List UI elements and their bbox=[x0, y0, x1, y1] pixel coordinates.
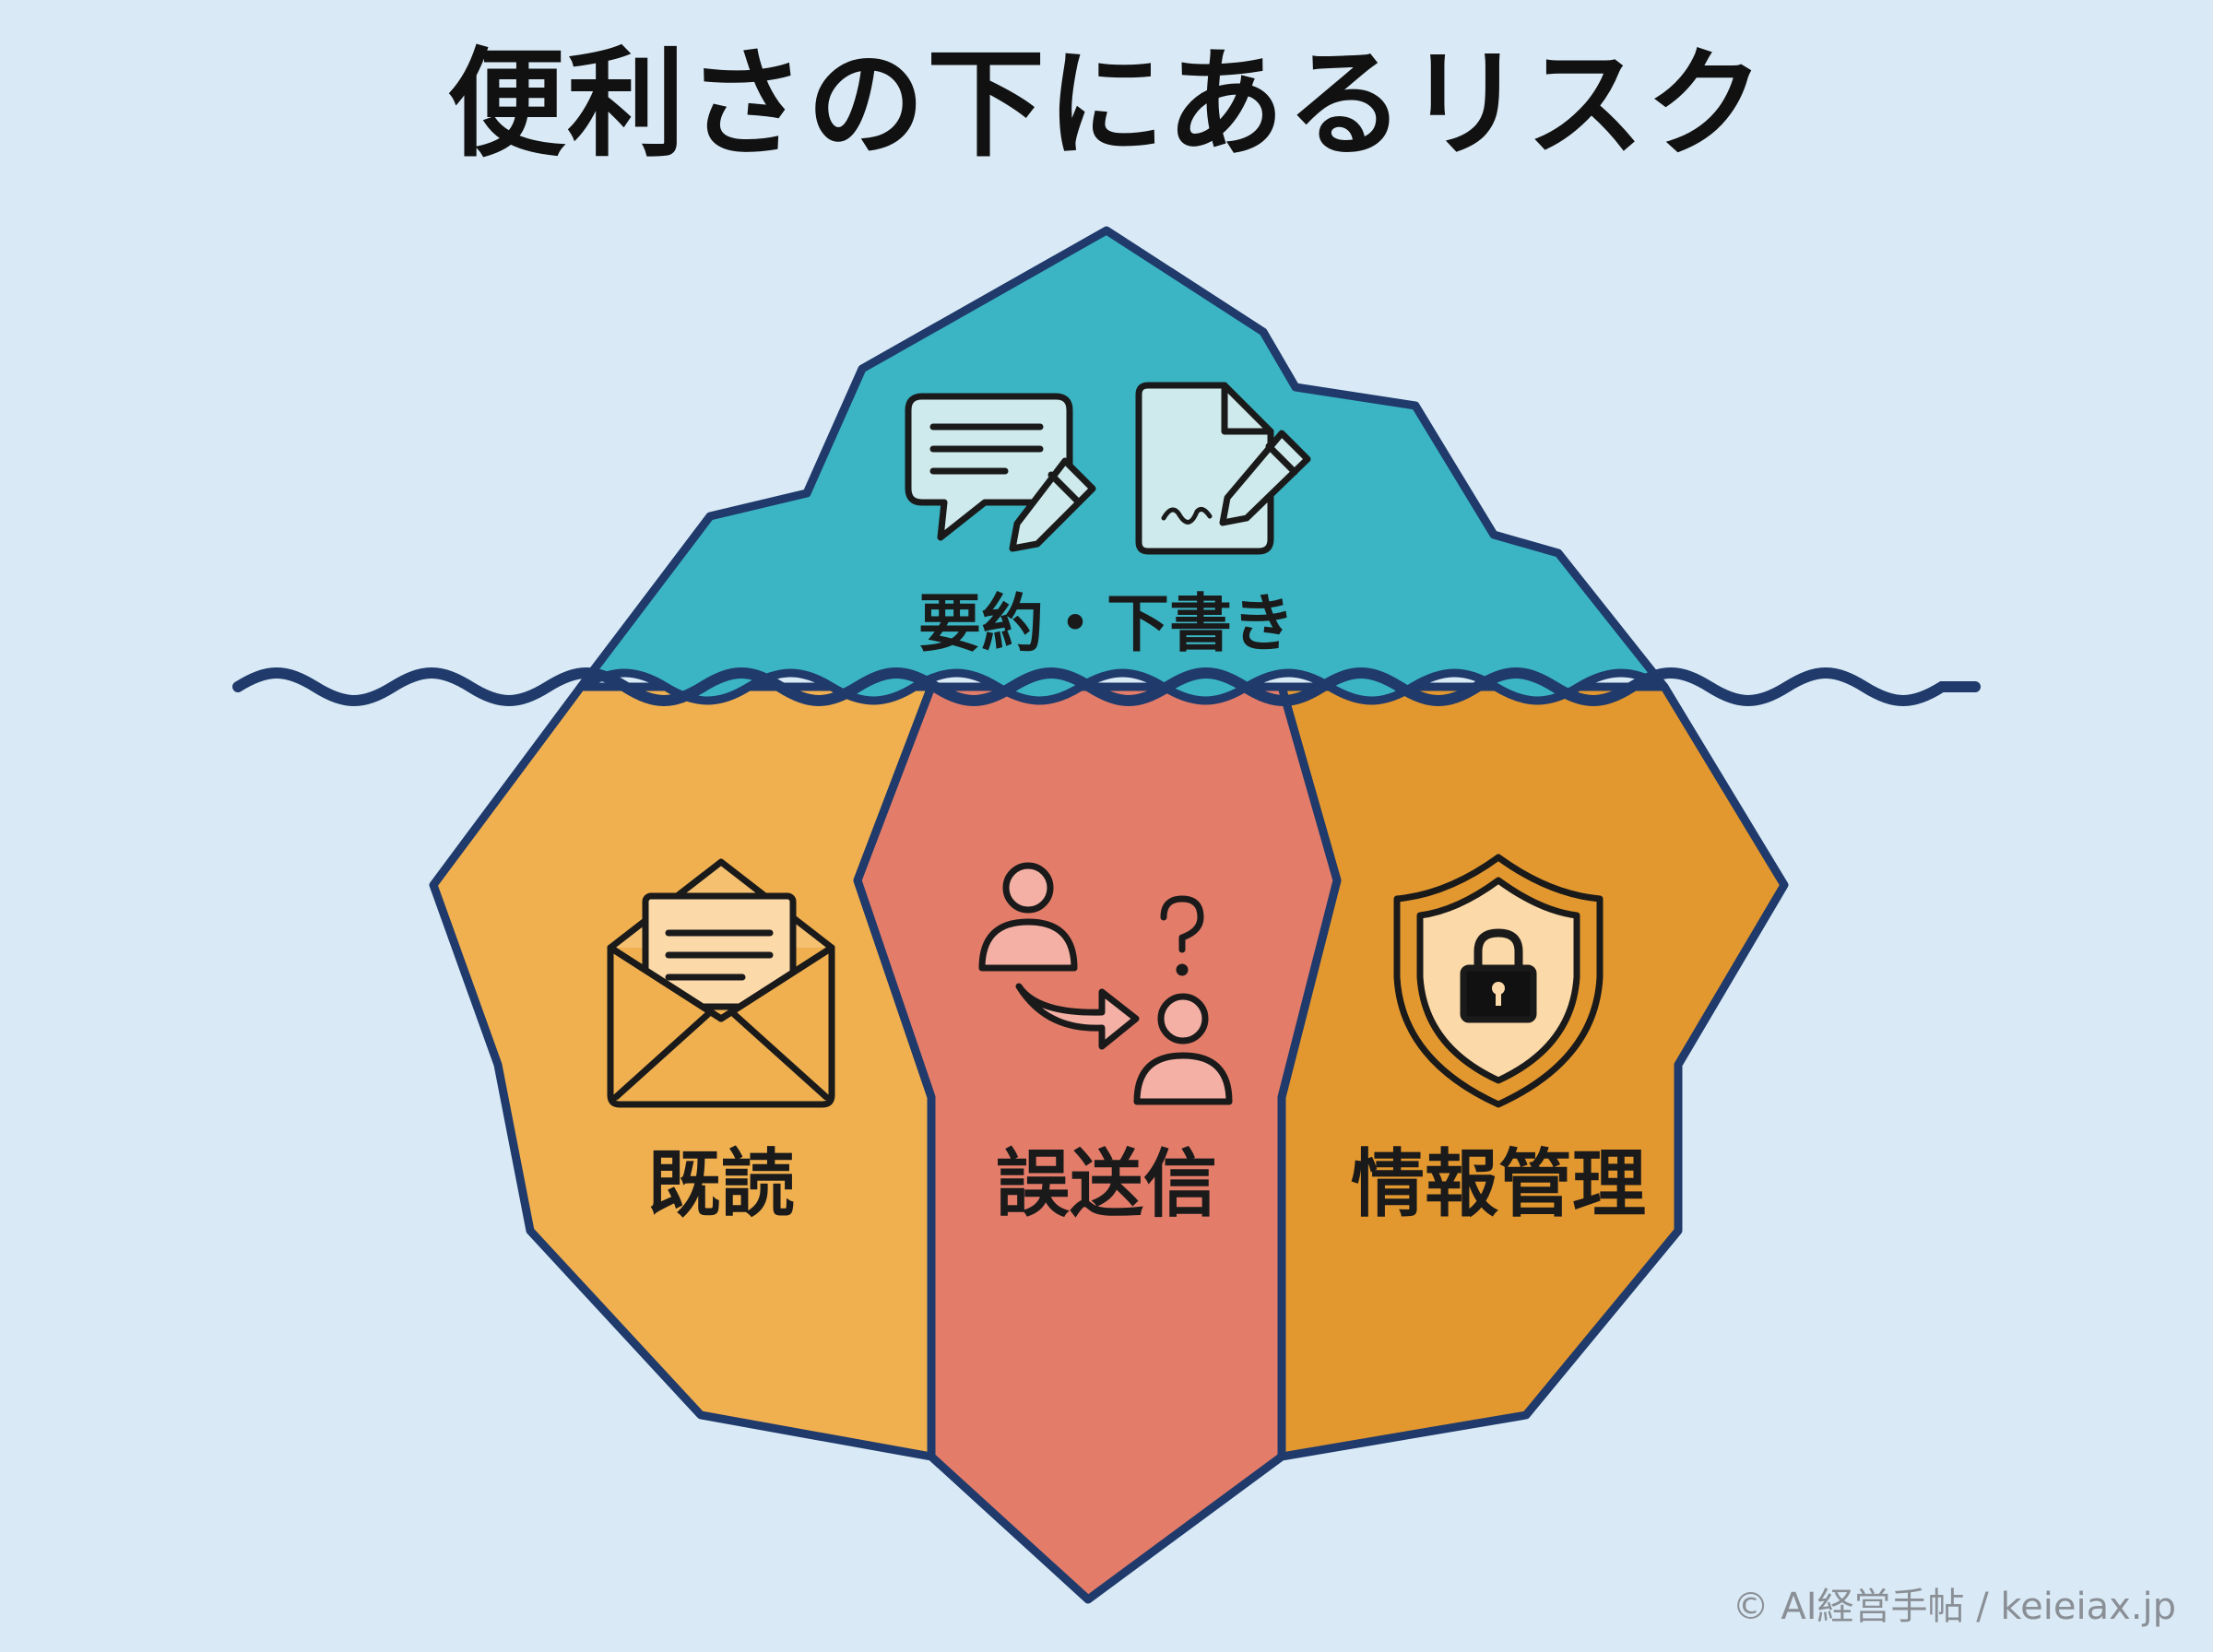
underwater-label-right: 情報管理 bbox=[1351, 1141, 1646, 1227]
tip-label: 要約・下書き bbox=[918, 588, 1295, 661]
underwater-center-section bbox=[853, 682, 1342, 1604]
underwater-label-center: 誤送信 bbox=[996, 1141, 1217, 1227]
copyright-text: © AI経営手帖 / keieiax.jp bbox=[1732, 1586, 2176, 1628]
underwater-label-left: 既読 bbox=[647, 1141, 795, 1227]
page-title: 便利さの下にあるリスク bbox=[446, 36, 1766, 173]
shield-lock-icon bbox=[1393, 854, 1604, 1108]
water-line bbox=[232, 667, 1981, 706]
open-envelope-icon bbox=[607, 858, 835, 1108]
document-pencil-icon bbox=[1135, 382, 1311, 555]
chat-bubble-pencil-icon bbox=[905, 393, 1096, 552]
misdirected-send-icon bbox=[978, 862, 1233, 1105]
